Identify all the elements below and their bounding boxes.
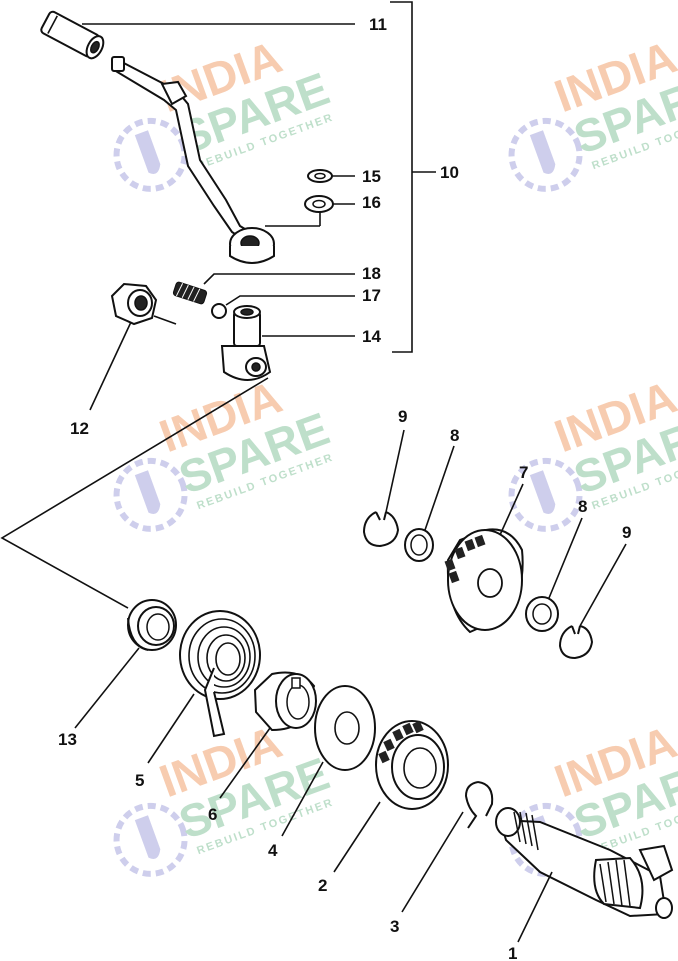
label-3: 3	[390, 917, 399, 936]
label-16: 16	[362, 193, 381, 212]
part-15-circlip	[307, 169, 355, 183]
label-15: 15	[362, 167, 381, 186]
bracket-10	[390, 1, 436, 353]
label-6: 6	[208, 805, 217, 824]
part-8-washer-left	[404, 445, 455, 562]
wrench-icon	[134, 470, 161, 514]
part-9-circlip-right	[558, 543, 627, 660]
part-3-clip	[401, 781, 494, 913]
part-12-nut	[89, 282, 177, 411]
part-16-washer	[304, 195, 355, 213]
part-1-kick-shaft	[495, 807, 674, 943]
part-4-thrust-washer	[281, 685, 376, 837]
part-6-collar	[219, 671, 317, 799]
part-2-kick-gear	[333, 720, 449, 873]
part-14-boss	[220, 305, 355, 381]
label-9-left: 9	[398, 407, 407, 426]
wrench-ring-icon	[113, 457, 188, 532]
part-18-spring	[172, 273, 355, 305]
wrench-icon	[529, 130, 556, 174]
label-11: 11	[369, 15, 387, 34]
label-17: 17	[362, 286, 381, 305]
wrench-icon	[134, 130, 161, 174]
kick-lever	[111, 56, 321, 264]
label-5: 5	[135, 771, 144, 790]
leader-13	[0, 377, 269, 609]
label-18: 18	[362, 264, 381, 283]
label-10: 10	[440, 163, 459, 182]
wrench-ring-icon	[508, 117, 583, 192]
label-14: 14	[362, 327, 381, 346]
part-9-circlip-left	[362, 429, 405, 548]
label-13: 13	[58, 730, 77, 749]
wrench-ring-icon	[113, 802, 188, 877]
part-5-torsion-spring	[147, 610, 261, 764]
label-8-right: 8	[578, 497, 587, 516]
label-9-right: 9	[622, 523, 631, 542]
label-8-left: 8	[450, 426, 459, 445]
part-13-oil-seal	[74, 599, 177, 729]
label-12: 12	[70, 419, 89, 438]
part-17-ball	[211, 295, 355, 319]
label-1: 1	[508, 944, 517, 961]
part-7-ratchet	[444, 483, 524, 634]
wrench-icon	[134, 815, 161, 859]
part-8-washer-right	[525, 517, 583, 632]
callout-labels: 11 10 15 16 18 17 14 12 9 8 7 8 9 13 5 6…	[58, 15, 631, 961]
label-2: 2	[318, 876, 327, 895]
label-4: 4	[268, 841, 278, 860]
part-11-grip	[40, 10, 355, 60]
wrench-icon	[529, 470, 556, 514]
label-7: 7	[519, 463, 528, 482]
